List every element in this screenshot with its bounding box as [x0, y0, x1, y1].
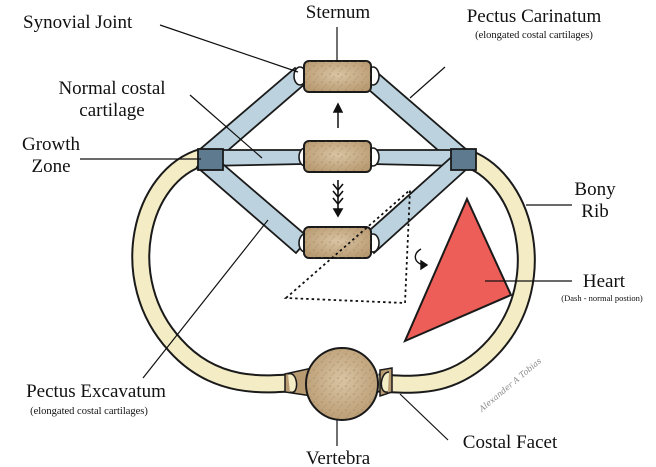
label-pectus-excavatum: Pectus Excavatum [26, 381, 166, 402]
label-growth-line2: Zone [31, 156, 70, 177]
label-normal-costal-line1: Normal costal [58, 78, 165, 99]
label-pectus-carinatum-note: (elongated costal cartilages) [475, 30, 593, 41]
label-bony-line1: Bony [574, 179, 616, 200]
arrow-up-icon [332, 102, 344, 128]
heart [403, 196, 513, 343]
label-costal-facet: Costal Facet [463, 432, 558, 453]
costal-cartilages [195, 66, 471, 255]
label-heart-note: (Dash - normal postion) [561, 293, 643, 303]
curved-arrow-icon [414, 248, 429, 271]
growth-zones [197, 148, 477, 171]
label-pectus-excavatum-note: (elongated costal cartilages) [30, 406, 148, 417]
sternum-segments [303, 60, 372, 259]
label-normal-costal-line2: cartilage [79, 100, 144, 121]
label-pectus-carinatum: Pectus Carinatum [467, 6, 602, 27]
heart-normal-position-outline [283, 187, 411, 304]
label-growth-line1: Growth [22, 134, 81, 155]
label-heart: Heart [583, 271, 626, 292]
triple-chevron-down-icon [332, 180, 344, 218]
label-synovial-joint: Synovial Joint [23, 12, 133, 33]
vertebra [305, 347, 379, 421]
label-bony-line2: Rib [581, 201, 608, 222]
label-vertebra: Vertebra [306, 448, 371, 467]
leader-lines [80, 24, 572, 446]
costal-facets [284, 367, 393, 398]
bony-rib [131, 147, 536, 394]
label-sternum: Sternum [306, 2, 371, 23]
